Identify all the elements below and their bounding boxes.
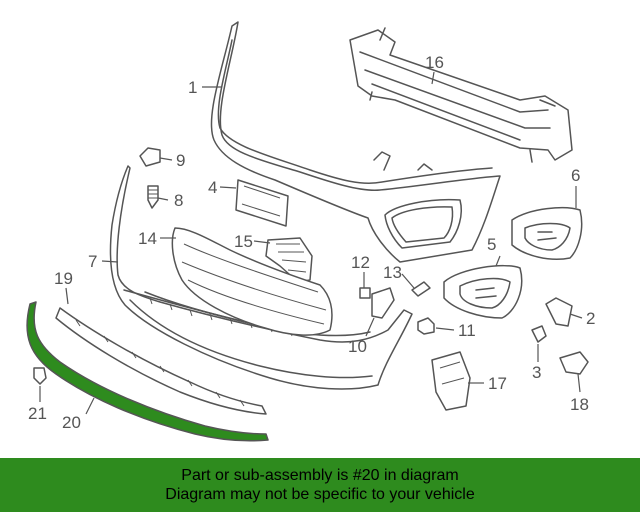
part-fog-bezel-left <box>443 264 523 319</box>
part-clip-9 <box>139 147 161 167</box>
part-fog-bezel-right <box>511 206 583 260</box>
part-pushpin-21 <box>33 367 47 385</box>
callout-19: 19 <box>54 269 73 288</box>
callout-10: 10 <box>348 337 367 356</box>
callout-17: 17 <box>488 374 507 393</box>
callout-16: 16 <box>425 53 444 72</box>
part-sensor-18 <box>559 351 589 375</box>
callout-leaders <box>39 71 583 415</box>
callout-11: 11 <box>458 321 476 340</box>
banner-line-2: Diagram may not be specific to your vehi… <box>165 486 475 503</box>
callout-13: 13 <box>383 263 402 282</box>
banner-line-1: Part or sub-assembly is #20 in diagram <box>181 467 459 484</box>
info-banner: Part or sub-assembly is #20 in diagram D… <box>0 458 640 512</box>
parts-diagram: 1 2 3 4 5 6 7 8 9 10 11 12 13 14 15 16 1… <box>26 21 595 442</box>
callout-4: 4 <box>208 178 217 197</box>
callout-6: 6 <box>571 166 580 185</box>
callout-12: 12 <box>351 253 370 272</box>
part-license-bracket <box>235 179 289 227</box>
callout-2: 2 <box>586 309 595 328</box>
callout-14: 14 <box>138 229 157 248</box>
part-pin-13 <box>411 281 431 297</box>
part-sensor-module <box>431 351 471 411</box>
callout-8: 8 <box>174 191 183 210</box>
part-bolt-11 <box>417 317 435 335</box>
part-screw-8 <box>147 185 159 209</box>
part-clip-2 <box>545 297 573 327</box>
callout-21: 21 <box>28 404 47 423</box>
part-pushpin-3 <box>531 325 547 343</box>
part-bumper-cover <box>210 21 501 263</box>
callout-7: 7 <box>88 252 97 271</box>
part-bracket-10 <box>371 287 395 319</box>
callout-9: 9 <box>176 151 185 170</box>
part-clip-12 <box>359 287 371 299</box>
part-grille <box>171 227 333 336</box>
callout-labels: 1 2 3 4 5 6 7 8 9 10 11 12 13 14 15 16 1… <box>28 53 595 432</box>
callout-1: 1 <box>188 78 197 97</box>
callout-18: 18 <box>570 395 589 414</box>
part-lip-spoiler-highlighted <box>26 301 269 442</box>
callout-3: 3 <box>532 363 541 382</box>
callout-15: 15 <box>234 232 253 251</box>
part-reinforcement-beam <box>349 27 573 163</box>
callout-20: 20 <box>62 413 81 432</box>
callout-5: 5 <box>487 235 496 254</box>
part-lower-valance <box>55 307 267 415</box>
